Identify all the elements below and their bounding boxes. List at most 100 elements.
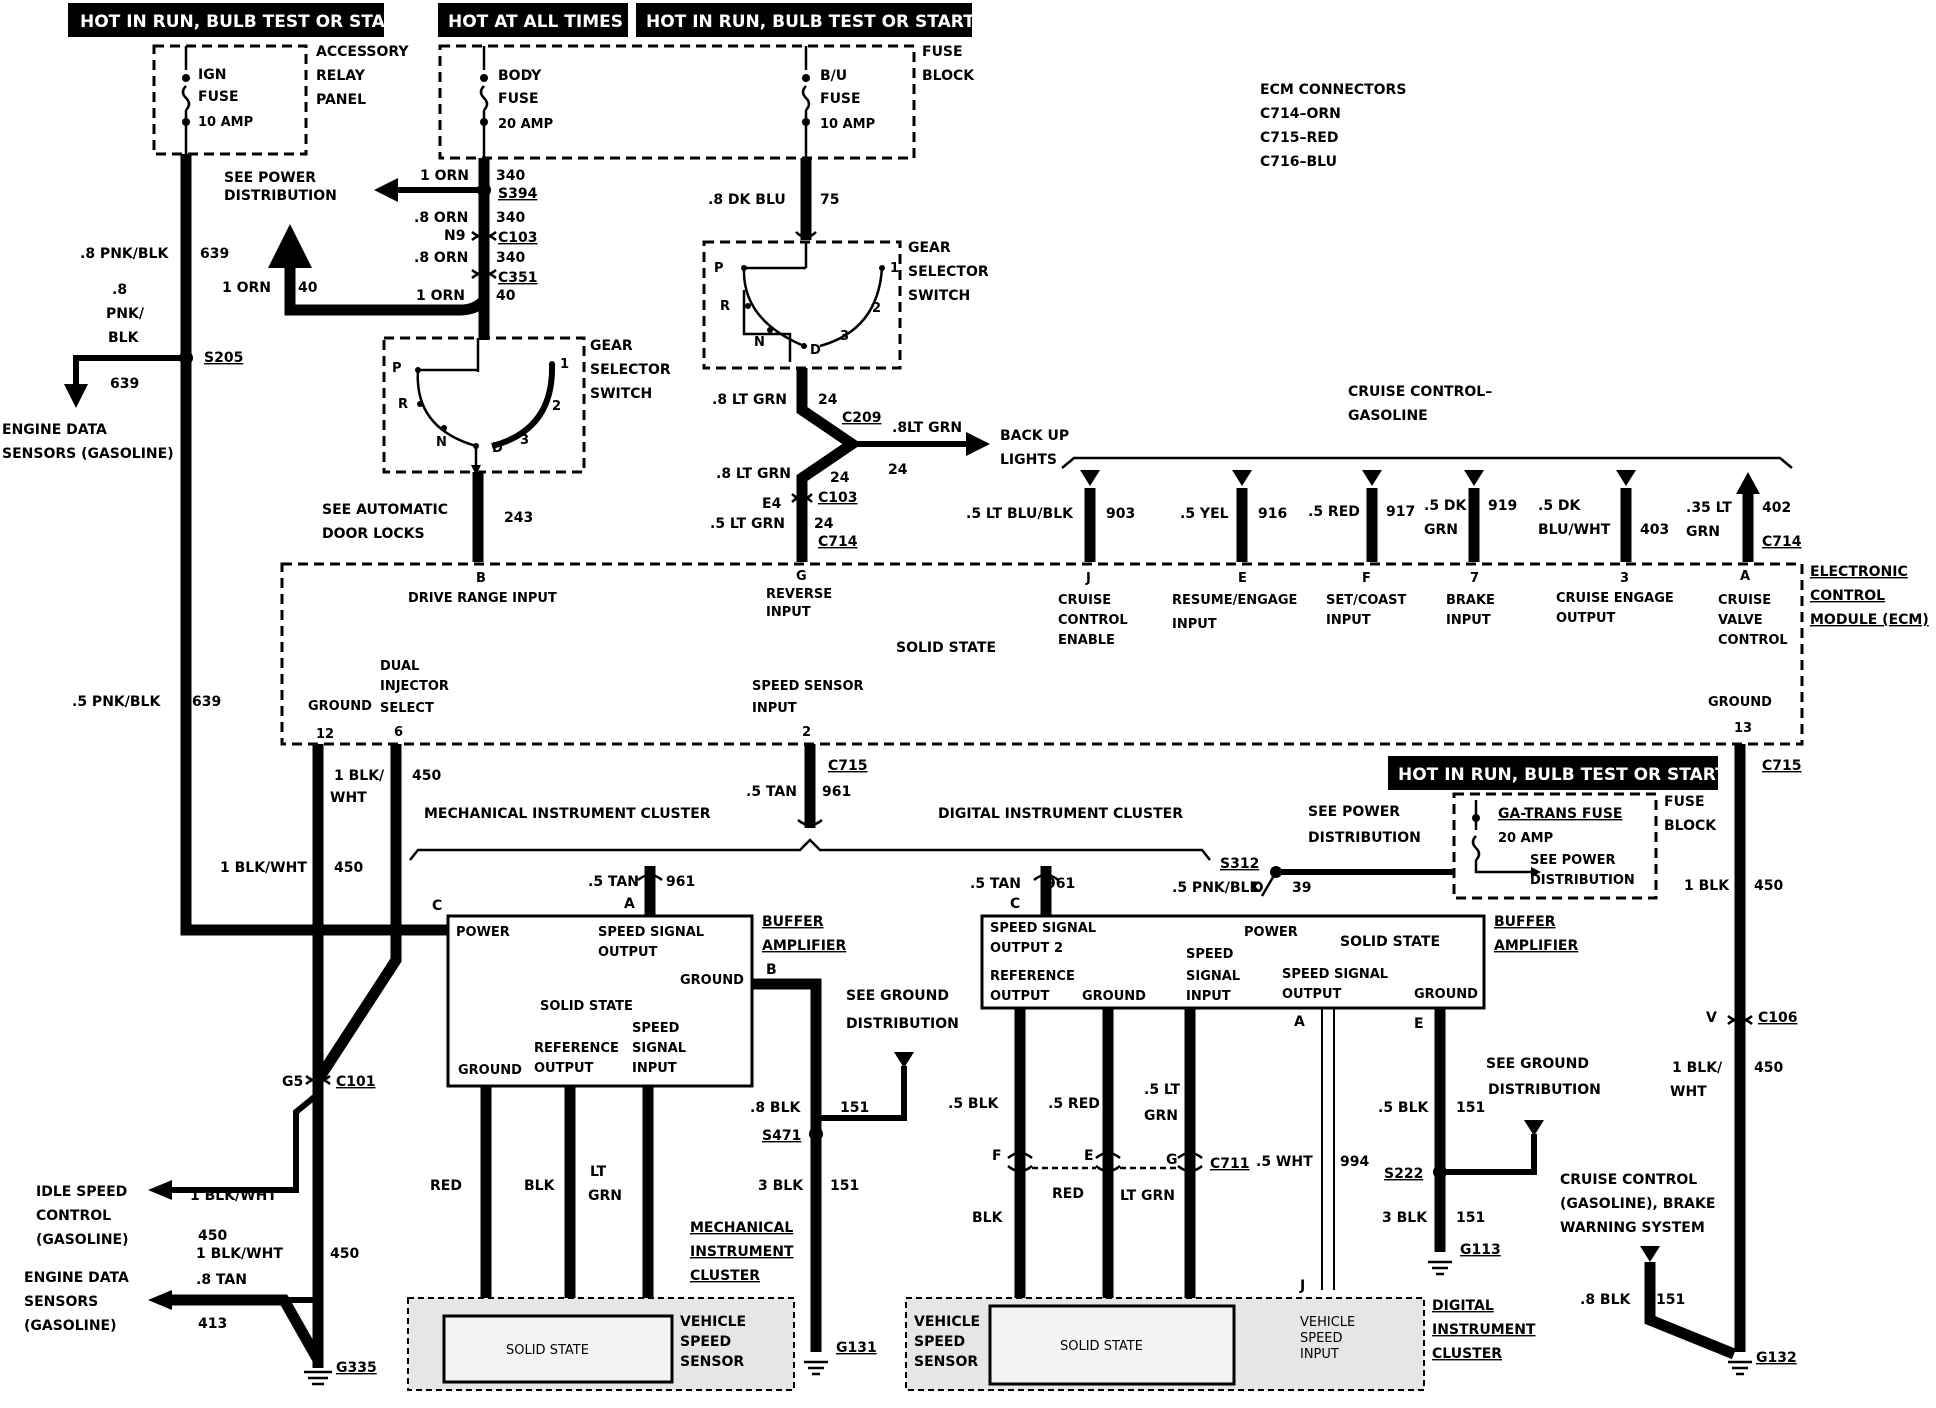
- circuit-961: 961: [822, 784, 851, 800]
- mech-ref-1: REFERENCE: [534, 1041, 619, 1056]
- gear-left-label-1: GEAR: [590, 338, 633, 354]
- see-pd-lower-1: SEE POWER: [1308, 804, 1400, 820]
- pin-e4: E4: [762, 496, 782, 512]
- isc-wire: 1 BLK/WHT: [190, 1188, 277, 1204]
- gear-selector-switch-right: P R N D 1 2 3 GEAR SELECTOR SWITCH: [702, 240, 989, 370]
- ecm-speed-sensor-2: INPUT: [752, 701, 797, 716]
- dig-vsi-3: INPUT: [1300, 1347, 1339, 1362]
- ecm-cce-2: CONTROL: [1058, 613, 1128, 628]
- mech-pin-a: A: [624, 896, 635, 912]
- ecm-pin-j: J: [1085, 571, 1091, 586]
- mech-blk-8: .8 BLK: [750, 1100, 802, 1116]
- gear-left-n: N: [436, 435, 447, 450]
- circuit-40-left: 40: [298, 280, 318, 296]
- ecm-ground-left: GROUND: [308, 699, 372, 714]
- lt-grn-right: .8LT GRN: [892, 420, 962, 436]
- ecm-ground-right: GROUND: [1708, 695, 1772, 710]
- mech-buffer-amplifier: .5 TAN 961 A C POWER SPEED SIGNAL OUTPUT…: [426, 866, 959, 1376]
- wire-402-b: GRN: [1686, 524, 1720, 540]
- orn-left-wire: 1 ORN: [222, 280, 271, 296]
- mech-ssi-1: SPEED: [632, 1021, 680, 1036]
- ground-g131: G131: [836, 1340, 877, 1356]
- dig-961: 961: [1046, 876, 1075, 892]
- splice-s205: S205: [204, 350, 243, 366]
- header-hot-all-times-text: HOT AT ALL TIMES: [448, 12, 623, 32]
- dig-buffer-name-2: AMPLIFIER: [1494, 938, 1578, 954]
- dig-lt-grn: LT GRN: [1120, 1188, 1175, 1204]
- dig-pin-e: E: [1414, 1016, 1424, 1032]
- blk-wht-right-2: WHT: [1670, 1084, 1707, 1100]
- circuit-403: 403: [1640, 522, 1669, 538]
- circuit-40-right: 40: [496, 288, 516, 304]
- circuit-340-a: 340: [496, 168, 525, 184]
- ecm-connectors-key: ECM CONNECTORS C714–ORN C715–RED C716–BL…: [1260, 82, 1406, 170]
- ecm-dual-3: SELECT: [380, 701, 434, 716]
- blk-8-right: .8 BLK: [1580, 1292, 1632, 1308]
- speed-sensor-circuit: C715 .5 TAN 961 MECHANICAL INSTRUMENT CL…: [409, 744, 1211, 861]
- connector-c714-cruise: C714: [1762, 534, 1802, 550]
- mech-red: RED: [430, 1178, 462, 1194]
- orn-feed-circuit: SEE POWER DISTRIBUTION 1 ORN 340 S394 .8…: [222, 158, 538, 340]
- eds-circuit: 413: [198, 1316, 227, 1332]
- gear-right-1: 1: [890, 261, 899, 276]
- mech-buffer-name-2: AMPLIFIER: [762, 938, 846, 954]
- circuit-402: 402: [1762, 500, 1791, 516]
- wire-402-a: .35 LT: [1686, 500, 1732, 516]
- circuit-24-right: 24: [888, 462, 908, 478]
- digital-cluster-title: DIGITAL INSTRUMENT CLUSTER: [938, 806, 1183, 822]
- mech-ss-out-2: OUTPUT: [598, 945, 658, 960]
- pin-g5: G5: [282, 1074, 303, 1090]
- dig-pin-a: A: [1294, 1014, 1305, 1030]
- gear-right-n: N: [754, 335, 765, 350]
- pin-n9: N9: [444, 228, 465, 244]
- circuit-24-c: 24: [814, 516, 834, 532]
- mech-lt: LT: [590, 1164, 607, 1180]
- dig-pin-f: F: [992, 1148, 1002, 1164]
- pnk-v3: BLK: [108, 330, 140, 346]
- gear-right-r: R: [720, 299, 730, 314]
- engine-data-sensors-1: ENGINE DATA: [2, 422, 107, 438]
- mech-solid-state: SOLID STATE: [540, 999, 633, 1014]
- ecm-name-2: CONTROL: [1810, 588, 1885, 604]
- mech-vss-1: VEHICLE: [680, 1314, 746, 1330]
- wire-919-a: .5 DK: [1424, 498, 1468, 514]
- ground-g132: G132: [1756, 1350, 1797, 1366]
- wire-919-b: GRN: [1424, 522, 1458, 538]
- ecm-cruise-engage-1: CRUISE ENGAGE: [1556, 591, 1674, 606]
- ecm-resume-2: INPUT: [1172, 617, 1217, 632]
- eds-lower-1: ENGINE DATA: [24, 1270, 129, 1286]
- eds-wire: .8 TAN: [196, 1272, 247, 1288]
- dig-ssi-3: INPUT: [1186, 989, 1231, 1004]
- dig-buffer-name-1: BUFFER: [1494, 914, 1556, 930]
- connector-c209: C209: [842, 410, 882, 426]
- ga-trans-fuse-name: GA-TRANS FUSE: [1498, 806, 1623, 822]
- body-fuse-word: FUSE: [498, 91, 539, 107]
- ecm-pin-2: 2: [802, 725, 811, 740]
- ecm-brake-1: BRAKE: [1446, 593, 1495, 608]
- mech-vehicle-speed-sensor: SOLID STATE VEHICLE SPEED SENSOR: [407, 1297, 795, 1391]
- circuit-917: 917: [1386, 504, 1415, 520]
- see-power-dist-2: DISTRIBUTION: [224, 188, 337, 204]
- isc-1: IDLE SPEED: [36, 1184, 127, 1200]
- mech-ref-2: OUTPUT: [534, 1061, 594, 1076]
- blk-wht-right-1: 1 BLK/: [1672, 1060, 1723, 1076]
- lt-grn-8-a: .8 LT GRN: [712, 392, 787, 408]
- mech-cluster-2: INSTRUMENT: [690, 1244, 794, 1260]
- dig-blk-5: .5 BLK: [948, 1096, 1000, 1112]
- ecm-cruise-engage-2: OUTPUT: [1556, 611, 1616, 626]
- dig-cluster-1: DIGITAL: [1432, 1298, 1494, 1314]
- ecm-pin-3: 3: [1620, 571, 1629, 586]
- ecm-cce-1: CRUISE: [1058, 593, 1111, 608]
- connector-c351: C351: [498, 270, 538, 286]
- gear-right-p: P: [714, 261, 724, 276]
- mech-see-gd-2: DISTRIBUTION: [846, 1016, 959, 1032]
- header-hot-run-left-text: HOT IN RUN, BULB TEST OR START: [80, 12, 409, 32]
- ecm-dual-2: INJECTOR: [380, 679, 449, 694]
- gear-selector-switch-left: P R N D 1 2 3 GEAR SELECTOR SWITCH: [382, 336, 671, 475]
- accessory-relay-panel: IGN FUSE 10 AMP ACCESSORY RELAY PANEL: [152, 44, 409, 156]
- dig-vsi-2: SPEED: [1300, 1331, 1343, 1346]
- ga-trans-fuse-rating: 20 AMP: [1498, 831, 1553, 846]
- circuit-24-b: 24: [830, 470, 850, 486]
- circuit-639-c: 639: [192, 694, 221, 710]
- dig-sensor-solid-state: SOLID STATE: [1060, 1339, 1143, 1354]
